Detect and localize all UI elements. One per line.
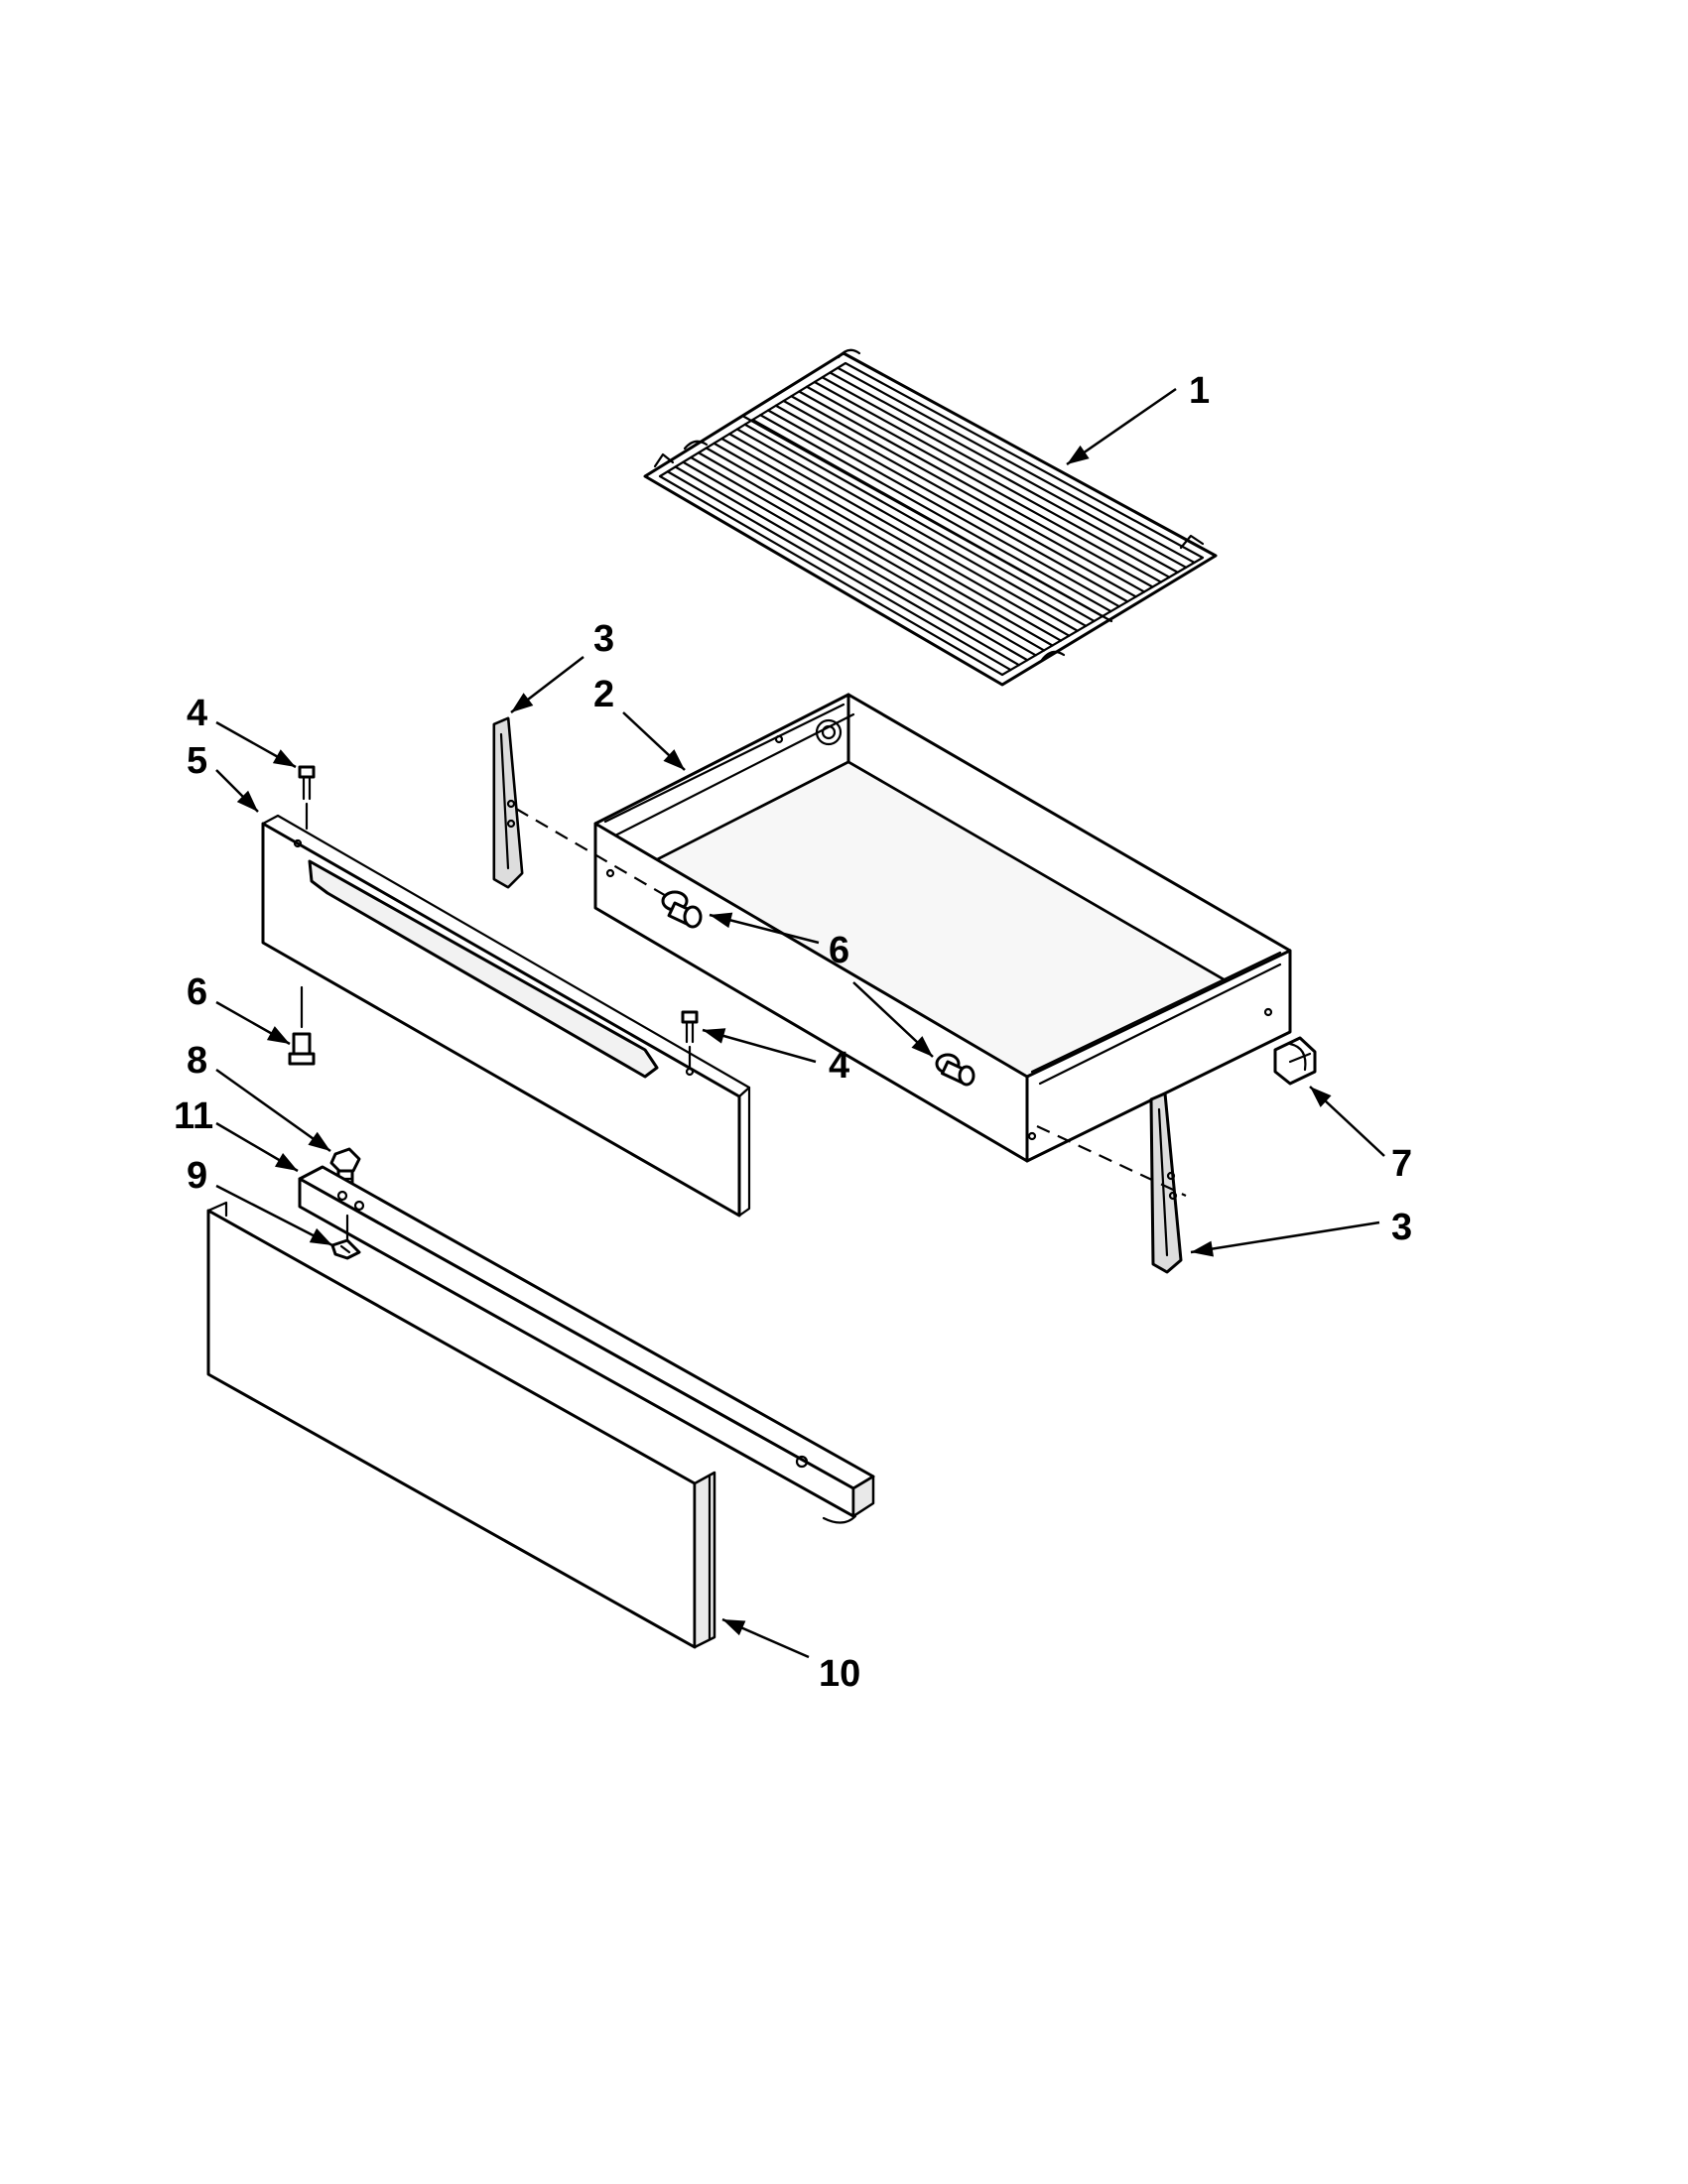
rack-wire — [743, 423, 1096, 623]
leader-8 — [215, 1068, 331, 1153]
callout-5: 5 — [187, 740, 207, 782]
rack-wire — [759, 414, 1112, 613]
alignment-line-left — [515, 808, 676, 902]
leader-7-arrowhead — [1310, 1087, 1332, 1107]
callout-11: 11 — [174, 1095, 213, 1137]
rack-wire — [682, 460, 1029, 662]
leader-11-arrowhead — [274, 1152, 298, 1171]
rack-wire — [735, 428, 1088, 627]
callout-4-top: 4 — [187, 693, 207, 734]
callout-2: 2 — [593, 674, 614, 715]
screw-4-left — [298, 765, 316, 831]
leader-5-arrowhead — [236, 790, 258, 812]
rack-wire — [690, 455, 1037, 657]
rack-wire — [774, 404, 1129, 603]
drawer-front-panel — [261, 814, 751, 1218]
callout-7: 7 — [1391, 1143, 1412, 1185]
drawer-bracket — [298, 1165, 875, 1524]
screw-4-right — [681, 1010, 699, 1069]
leader-2-arrowhead — [663, 749, 685, 770]
alignment-line-right — [1036, 1125, 1187, 1197]
leader-6-panel-arrowhead — [266, 1026, 290, 1044]
leader-4-top-arrowhead — [272, 749, 296, 767]
leader-4-mid-arrowhead — [703, 1028, 726, 1044]
rack-wire — [837, 366, 1196, 565]
drawer-slide-right — [1149, 1092, 1183, 1274]
callout-9: 9 — [187, 1155, 207, 1197]
leader-8-arrowhead — [308, 1131, 330, 1151]
screw-6-drawer-right — [935, 1053, 975, 1087]
callout-leaders — [215, 387, 1385, 1659]
rack-wire — [805, 385, 1163, 583]
rack-wire — [790, 395, 1146, 593]
rack-wire — [705, 447, 1054, 647]
drawer-clip — [1273, 1036, 1317, 1086]
storage-drawer — [593, 693, 1292, 1163]
callout-1: 1 — [1189, 370, 1210, 412]
callout-3-bottom: 3 — [1391, 1207, 1412, 1248]
leader-6-drawer-arrowhead — [710, 912, 733, 929]
rack-wire — [798, 390, 1154, 588]
callout-4-mid: 4 — [829, 1045, 849, 1087]
rack-wire — [674, 465, 1020, 667]
screw-6-drawer-left — [661, 890, 703, 929]
rack-wire — [782, 399, 1137, 598]
rack-wire — [751, 418, 1104, 618]
leader-3-bottom — [1190, 1220, 1380, 1254]
callout-3-top: 3 — [593, 618, 614, 660]
rack-wire — [720, 437, 1071, 637]
rack-wire — [821, 376, 1179, 574]
callout-6-drawer: 6 — [829, 930, 849, 971]
rack-wire — [666, 470, 1012, 672]
leader-1-arrowhead — [1067, 445, 1090, 464]
leader-9-arrowhead — [309, 1227, 332, 1245]
oven-rack — [643, 348, 1218, 687]
rack-wire — [697, 451, 1046, 652]
leader-10-arrowhead — [722, 1619, 746, 1636]
kick-panel — [206, 1201, 716, 1649]
leader-3-top-arrowhead — [511, 693, 534, 712]
rack-wire — [813, 380, 1171, 578]
callout-6-panel: 6 — [187, 971, 207, 1013]
drawer-slide-left — [492, 716, 524, 889]
rack-wire — [829, 371, 1188, 569]
bracket-clip — [330, 1214, 361, 1260]
callout-8: 8 — [187, 1040, 207, 1082]
leader-3-bottom-arrowhead — [1191, 1240, 1214, 1257]
leader-1 — [1066, 387, 1177, 466]
rack-wire — [728, 433, 1079, 632]
rack-wire — [713, 442, 1063, 642]
screw-6-panel — [288, 985, 316, 1066]
callout-10: 10 — [819, 1653, 860, 1695]
leader-6-drawer-b-arrowhead — [911, 1036, 933, 1057]
rack-wire — [766, 409, 1120, 608]
